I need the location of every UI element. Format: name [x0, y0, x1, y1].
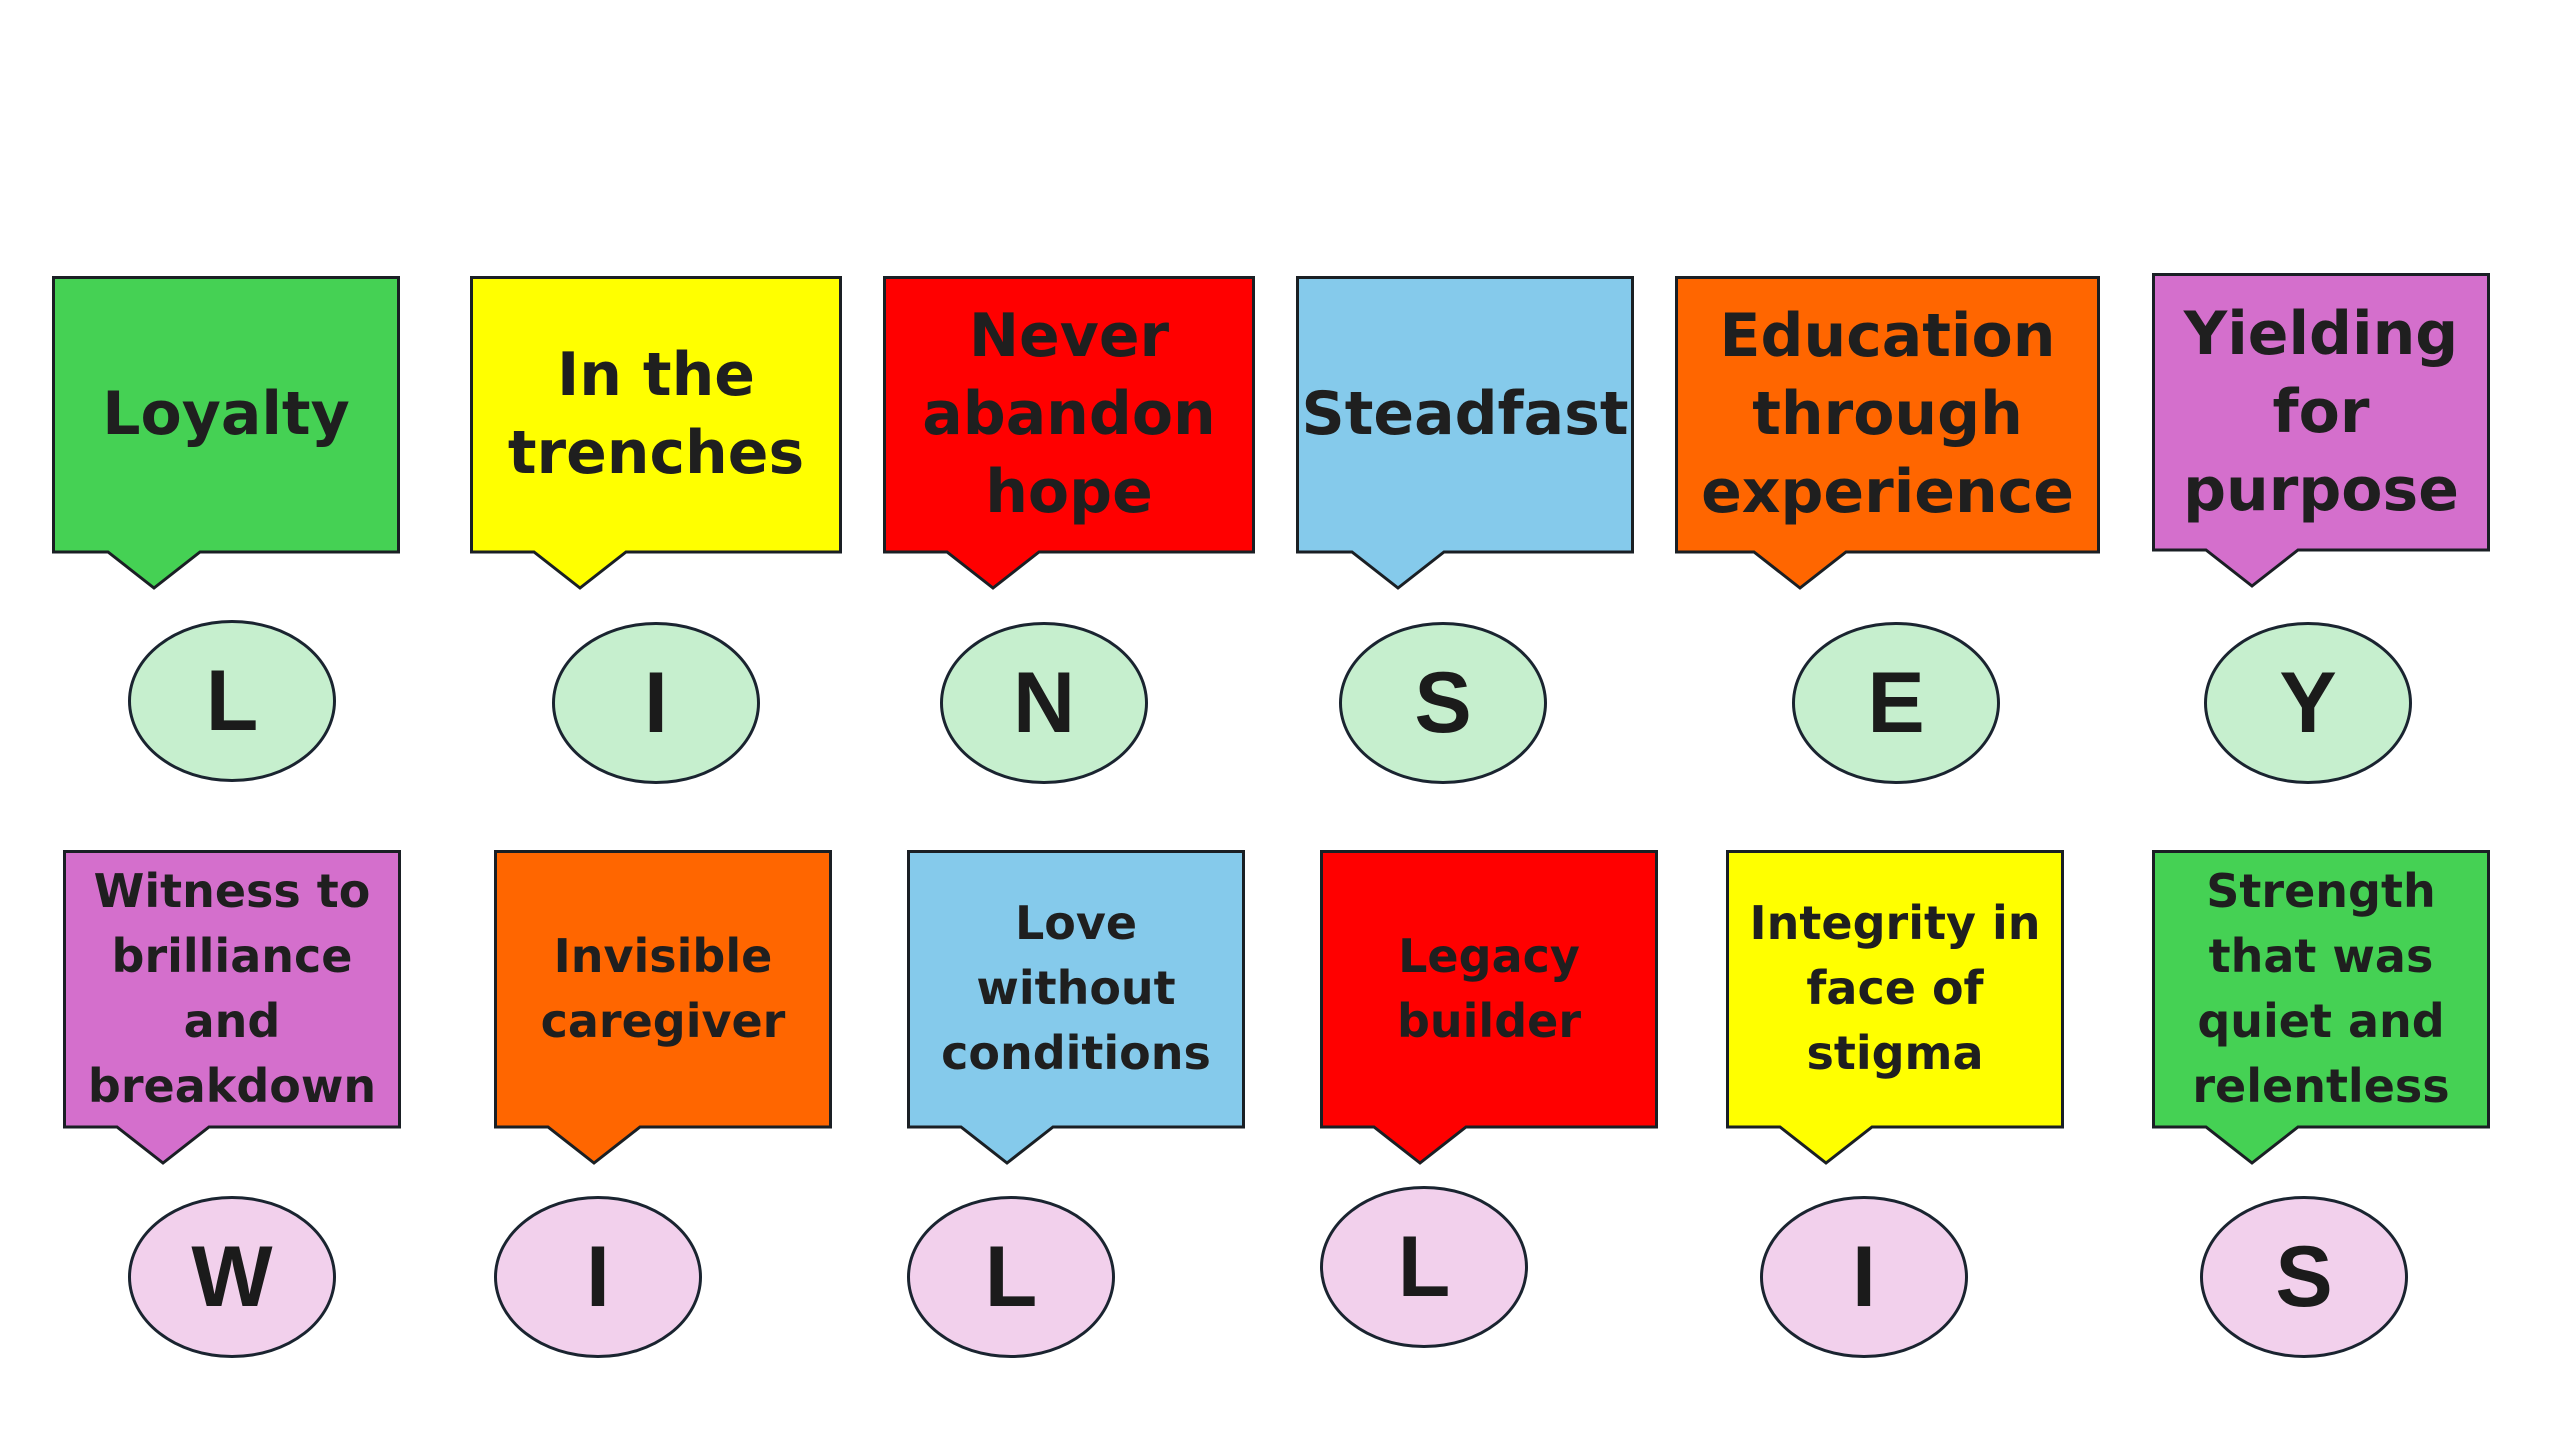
callout-box — [494, 850, 832, 1165]
letter-circle-y: Y — [2204, 622, 2412, 784]
callout-shape — [1296, 276, 1634, 590]
letter-circle-w: W — [128, 1196, 336, 1358]
callout-box — [63, 850, 401, 1165]
callout-shape — [470, 276, 842, 590]
callout-shape — [1320, 850, 1658, 1165]
callout-box — [1675, 276, 2100, 590]
callout-box — [1726, 850, 2064, 1165]
callout-text: In the trenches — [507, 340, 805, 488]
callout-shape — [1675, 276, 2100, 590]
callout-box — [52, 276, 400, 590]
callout-text: Invisible caregiver — [540, 928, 786, 1048]
callout-text: Never abandon hope — [922, 301, 1216, 527]
letter-circle-l: L — [907, 1196, 1115, 1358]
callout-shape — [1726, 850, 2064, 1165]
letter-circle-s: S — [1339, 622, 1547, 784]
callout-text: Witness to brilliance and breakdown — [87, 863, 377, 1113]
letter-circle-l: L — [1320, 1186, 1528, 1348]
callout-text: Legacy builder — [1396, 928, 1582, 1048]
letter-circle-e: E — [1792, 622, 2000, 784]
callout-text: Love without conditions — [941, 896, 1211, 1080]
callout-box — [1296, 276, 1634, 590]
callout-shape — [2152, 850, 2490, 1165]
letter-circle-s: S — [2200, 1196, 2408, 1358]
callout-shape — [63, 850, 401, 1165]
callout-text: Loyalty — [102, 379, 350, 449]
callout-box — [470, 276, 842, 590]
callout-shape — [907, 850, 1245, 1165]
callout-text: Yielding for purpose — [2183, 298, 2459, 525]
callout-box — [1320, 850, 1658, 1165]
letter-circle-i: I — [494, 1196, 702, 1358]
letter-circle-i: I — [1760, 1196, 1968, 1358]
callout-box — [2152, 850, 2490, 1165]
callout-shape — [883, 276, 1255, 590]
letter-circle-l: L — [128, 620, 336, 782]
callout-text: Integrity in face of stigma — [1749, 896, 2041, 1080]
callout-box — [907, 850, 1245, 1165]
callout-text: Education through experience — [1701, 301, 2074, 527]
callout-box — [2152, 273, 2490, 588]
letter-circle-i: I — [552, 622, 760, 784]
callout-shape — [494, 850, 832, 1165]
callout-shape — [2152, 273, 2490, 588]
callout-box — [883, 276, 1255, 590]
callout-text: Strength that was quiet and relentless — [2192, 863, 2450, 1113]
letter-circle-n: N — [940, 622, 1148, 784]
callout-text: Steadfast — [1301, 379, 1629, 449]
callout-shape — [52, 276, 400, 590]
